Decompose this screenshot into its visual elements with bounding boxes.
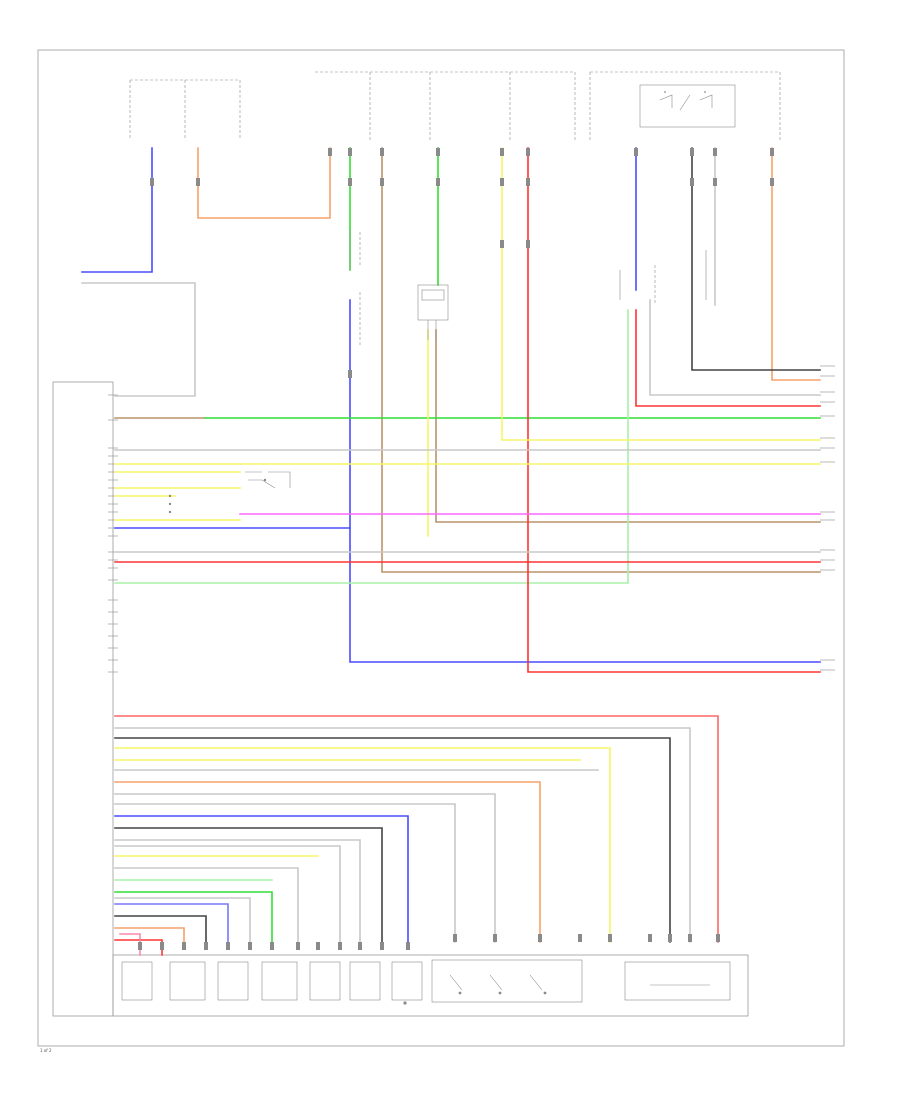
wire-orange: [114, 147, 821, 943]
solenoid-blocks: [121, 959, 731, 1005]
top-connectors: [150, 148, 774, 378]
ecm-module-box: [52, 381, 114, 1017]
wire-pink: [119, 513, 821, 956]
bottom-pins: [138, 934, 720, 950]
outer-frame: [37, 49, 845, 1047]
wire-green: [114, 147, 821, 943]
footer-code: 1 of 2: [40, 1048, 52, 1053]
top-components: [129, 71, 781, 140]
wire-gray: [81, 147, 821, 943]
wire-red: [114, 147, 821, 956]
right-terminals: [820, 365, 835, 671]
wire-blue: [81, 147, 821, 943]
sensor-blocks: [168, 230, 707, 514]
transmission-solenoid-box: [112, 954, 749, 1017]
